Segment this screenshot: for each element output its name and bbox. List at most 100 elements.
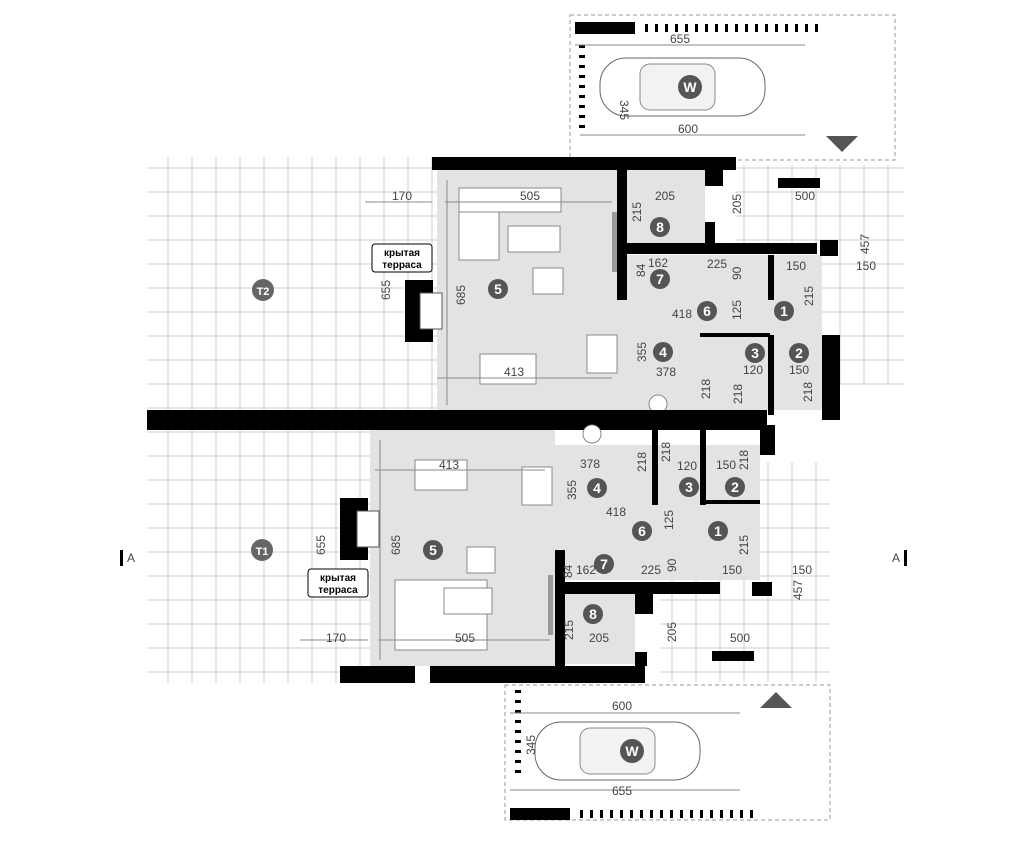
top-unit-dims-living-depth: 685 (454, 285, 468, 305)
covered-terrace-label-top: крытая терраса (371, 243, 433, 273)
section-marker: A (892, 551, 900, 565)
top-unit-rooms-4: 5 (494, 281, 502, 297)
top-unit-dims-parking-inner: 600 (678, 122, 698, 136)
top-unit-rooms-6: 7 (656, 271, 664, 287)
bottom-unit-dims-porch-150: 150 (792, 563, 812, 577)
top-unit-dims-stair-w: 90 (730, 266, 744, 280)
dimensions-top: 170 655 505 685 413 355 378 418 125 84 1… (379, 32, 876, 404)
bottom-unit-dims-dining: 413 (439, 458, 459, 472)
top-unit-dims-wardrobe-width: 150 (789, 363, 809, 377)
top-unit-dims-terrace-width: 170 (392, 189, 412, 203)
bottom-unit-dims-kitchen-218: 218 (635, 452, 649, 472)
top-unit-dims-stair2: 225 (707, 257, 727, 271)
top-unit-dims-stair-small: 84 (634, 263, 648, 277)
top-unit-dims-porch-150: 150 (856, 259, 876, 273)
top-unit-dims-hall-depth: 125 (730, 300, 744, 320)
bottom-unit-dims-stair-small: 84 (561, 564, 575, 578)
car-icon: W (534, 721, 701, 781)
top-unit-dims-parking-depth: 345 (617, 100, 631, 120)
bottom-unit-dims-entry-width: 150 (722, 563, 742, 577)
top-unit-rooms-7: 8 (656, 219, 664, 235)
top-unit-dims-terrace-depth: 655 (379, 280, 393, 300)
terrace-label-t1: T1 (256, 546, 269, 558)
room-markers-top: 1 2 3 4 5 6 7 8 (488, 217, 809, 363)
top-unit-dims-dining: 413 (504, 365, 524, 379)
bottom-unit-dims-tech-width: 205 (589, 631, 609, 645)
top-unit-dims-porch-width: 500 (795, 189, 815, 203)
top-unit-rooms-1: 2 (795, 345, 803, 361)
bottom-unit-dims-living-width: 505 (455, 631, 475, 645)
bottom-unit-rooms-2: 3 (685, 479, 693, 495)
bottom-unit-dims-kitchen-width: 378 (580, 457, 600, 471)
bottom-unit-rooms-0: 1 (714, 523, 722, 539)
dimension-lines (300, 44, 805, 791)
car-badge: W (683, 79, 697, 95)
bottom-unit-rooms-6: 7 (600, 556, 608, 572)
top-unit-dims-porch-depth: 457 (858, 234, 872, 254)
bottom-unit-dims-stair-w: 90 (665, 558, 679, 572)
parking-bottom: W (504, 684, 831, 821)
top-unit-dims-parking-outer: 655 (670, 32, 690, 46)
car-badge: W (625, 743, 639, 759)
bottom-unit-rooms-5: 6 (638, 523, 646, 539)
bottom-unit-dims-terrace-depth: 655 (314, 535, 328, 555)
party-wall (147, 410, 767, 430)
top-unit-dims-wardrobe-depth: 218 (801, 382, 815, 402)
bottom-unit-dims-entry-depth: 215 (737, 535, 751, 555)
top-unit-dims-hall-width: 418 (672, 307, 692, 321)
terraces-covered-label-2: терраса (318, 585, 358, 596)
top-unit-dims-tech-door: 205 (730, 194, 744, 214)
top-unit-dims-tech-depth: 215 (630, 202, 644, 222)
bottom-unit-dims-wardrobe-depth: 218 (737, 450, 751, 470)
top-unit-rooms-0: 1 (780, 303, 788, 319)
bottom-unit-dims-parking-inner: 600 (612, 699, 632, 713)
top-unit-dims-wc-depth: 218 (731, 384, 745, 404)
car-icon: W (599, 57, 766, 117)
terrace-t2 (147, 157, 437, 410)
bottom-unit-dims-hall-depth: 125 (662, 510, 676, 530)
top-unit-dims-kitchen-depth: 355 (635, 342, 649, 362)
top-unit-dims-entry-depth: 215 (802, 286, 816, 306)
bottom-unit-dims-wc-width: 120 (677, 459, 697, 473)
section-marker-right: A (892, 550, 907, 566)
bottom-unit-dims-parking-outer: 655 (612, 784, 632, 798)
top-unit-rooms-2: 3 (751, 345, 759, 361)
top-unit-rooms-5: 6 (703, 303, 711, 319)
section-marker: A (127, 551, 135, 565)
bench (778, 178, 820, 188)
bottom-unit-dims-tech-depth: 215 (562, 620, 576, 640)
bottom-unit-dims-wc-depth: 218 (659, 442, 673, 462)
bottom-unit-dims-kitchen-depth: 355 (565, 480, 579, 500)
terraces-covered-label-1: крытая (320, 573, 356, 584)
top-unit-dims-entry-width: 150 (786, 259, 806, 273)
bottom-unit-rooms-3: 4 (593, 480, 601, 496)
terraces-covered-label-1: крытая (384, 248, 420, 259)
top-unit (405, 157, 840, 420)
top-unit-dims-living-width: 505 (520, 189, 540, 203)
entrance-arrow-icon (760, 692, 792, 708)
covered-terrace-label-bottom: крытая терраса (307, 568, 369, 598)
bottom-unit (340, 424, 775, 683)
entrance-arrow-icon (826, 136, 858, 152)
bottom-unit-dims-stair-len: 162 (576, 563, 596, 577)
bottom-unit-rooms-4: 5 (429, 542, 437, 558)
bottom-unit-dims-porch-depth: 457 (791, 580, 805, 600)
terraces-covered-label-2: терраса (382, 260, 422, 271)
bottom-unit-dims-living-depth: 685 (389, 535, 403, 555)
bottom-unit-dims-stair2: 225 (641, 563, 661, 577)
terrace-label-t2: T2 (257, 286, 270, 298)
bottom-unit-rooms-7: 8 (589, 606, 597, 622)
bottom-unit-dims-terrace-width: 170 (326, 631, 346, 645)
bottom-unit-dims-wardrobe-width: 150 (716, 458, 736, 472)
top-unit-dims-tech-width: 205 (655, 189, 675, 203)
bottom-unit-rooms-1: 2 (731, 479, 739, 495)
top-unit-dims-wc-width: 120 (743, 363, 763, 377)
bottom-unit-dims-tech-door: 205 (665, 622, 679, 642)
dimensions-bottom: 170 655 505 685 413 355 378 4 1 8 125 84 1… (314, 442, 812, 798)
top-unit-dims-kitchen-218: 218 (699, 379, 713, 399)
parking-top: W (569, 14, 896, 161)
top-unit-dims-kitchen-width: 378 (656, 365, 676, 379)
bottom-unit-dims-porch-width: 500 (730, 631, 750, 645)
room-markers-bottom: 1 2 3 4 5 6 7 8 (423, 477, 745, 624)
